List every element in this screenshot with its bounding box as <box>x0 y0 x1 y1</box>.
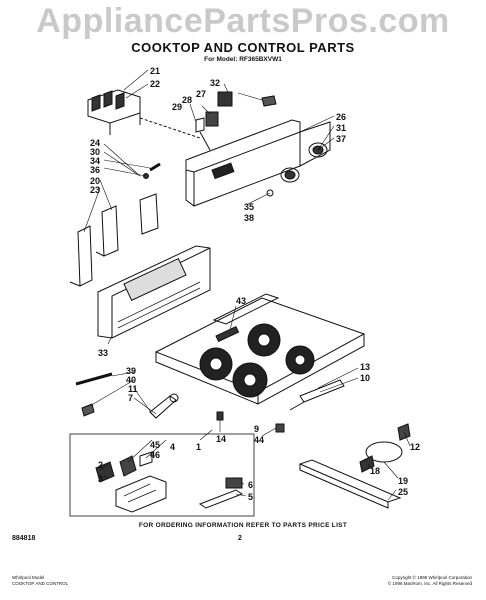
fasteners <box>143 162 161 179</box>
callout-2: 2 <box>98 460 103 470</box>
callout-36: 36 <box>90 165 100 175</box>
callout-46: 46 <box>150 450 160 460</box>
callout-11: 11 <box>128 384 138 394</box>
callout-14: 14 <box>216 434 226 444</box>
backguard-panel <box>97 245 211 339</box>
cooktop-surface <box>154 293 366 405</box>
footer-right-line2: © 1996 MacRom, Inc. All Rights Reserved <box>387 581 472 586</box>
page-number: 2 <box>238 535 242 542</box>
callout-23: 23 <box>90 185 100 195</box>
terminal-block <box>198 477 244 509</box>
wire-harness <box>75 372 179 419</box>
watermark: AppliancePartsPros.com <box>36 2 450 40</box>
callout-3: 3 <box>98 474 103 484</box>
callout-27: 27 <box>196 89 206 99</box>
callout-45: 45 <box>150 440 160 450</box>
callout-1: 1 <box>196 442 201 452</box>
leader-lines <box>83 69 411 501</box>
switch-parts <box>195 91 277 151</box>
ordering-note: FOR ORDERING INFORMATION REFER TO PARTS … <box>138 522 348 529</box>
callout-5: 5 <box>248 492 253 502</box>
footer-left-line1: Whirlpool Model <box>12 575 45 580</box>
callout-43: 43 <box>236 296 246 306</box>
callout-31: 31 <box>336 123 346 133</box>
model-subtitle: For Model: RF365BXVW1 <box>204 56 282 63</box>
callout-34: 34 <box>90 156 100 166</box>
callout-37: 37 <box>336 134 346 144</box>
side-brackets <box>69 193 159 287</box>
callout-32: 32 <box>210 78 220 88</box>
callout-22: 22 <box>150 79 160 89</box>
callout-39: 39 <box>126 366 136 376</box>
callout-21: 21 <box>150 66 160 76</box>
footer-left-line2: COOKTOP AND CONTROL <box>12 581 69 586</box>
callout-4: 4 <box>170 442 175 452</box>
callout-24: 24 <box>90 138 100 148</box>
callout-40: 40 <box>126 375 136 385</box>
trim-strip <box>289 379 345 411</box>
control-console <box>185 119 331 207</box>
callout-28: 28 <box>182 95 192 105</box>
callout-26: 26 <box>336 112 346 122</box>
callout-10: 10 <box>360 373 370 383</box>
callout-33: 33 <box>98 348 108 358</box>
document-code: 884818 <box>12 535 36 542</box>
diagram-title: COOKTOP AND CONTROL PARTS <box>131 40 355 55</box>
callout-18: 18 <box>370 466 380 476</box>
callout-44: 44 <box>254 435 264 445</box>
callout-30: 30 <box>90 147 100 157</box>
callout-19: 19 <box>398 476 408 486</box>
control-knobs <box>266 142 328 197</box>
callout-9: 9 <box>254 424 259 434</box>
callout-35: 35 <box>244 202 254 212</box>
callout-7: 7 <box>128 393 133 403</box>
switch-block <box>87 89 201 139</box>
callout-25: 25 <box>398 487 408 497</box>
callout-6: 6 <box>248 480 253 490</box>
callout-13: 13 <box>360 362 370 372</box>
rail-and-element <box>298 423 411 509</box>
footer-right-line1: Copyright © 1996 Whirlpool Corporation <box>392 575 472 580</box>
switch-assembly-box <box>69 433 255 517</box>
callout-38: 38 <box>244 213 254 223</box>
callout-29: 29 <box>172 102 182 112</box>
callout-numbers: 21 22 32 27 28 29 24 30 34 36 20 23 26 3… <box>90 66 420 502</box>
callout-12: 12 <box>410 442 420 452</box>
callout-20: 20 <box>90 176 100 186</box>
